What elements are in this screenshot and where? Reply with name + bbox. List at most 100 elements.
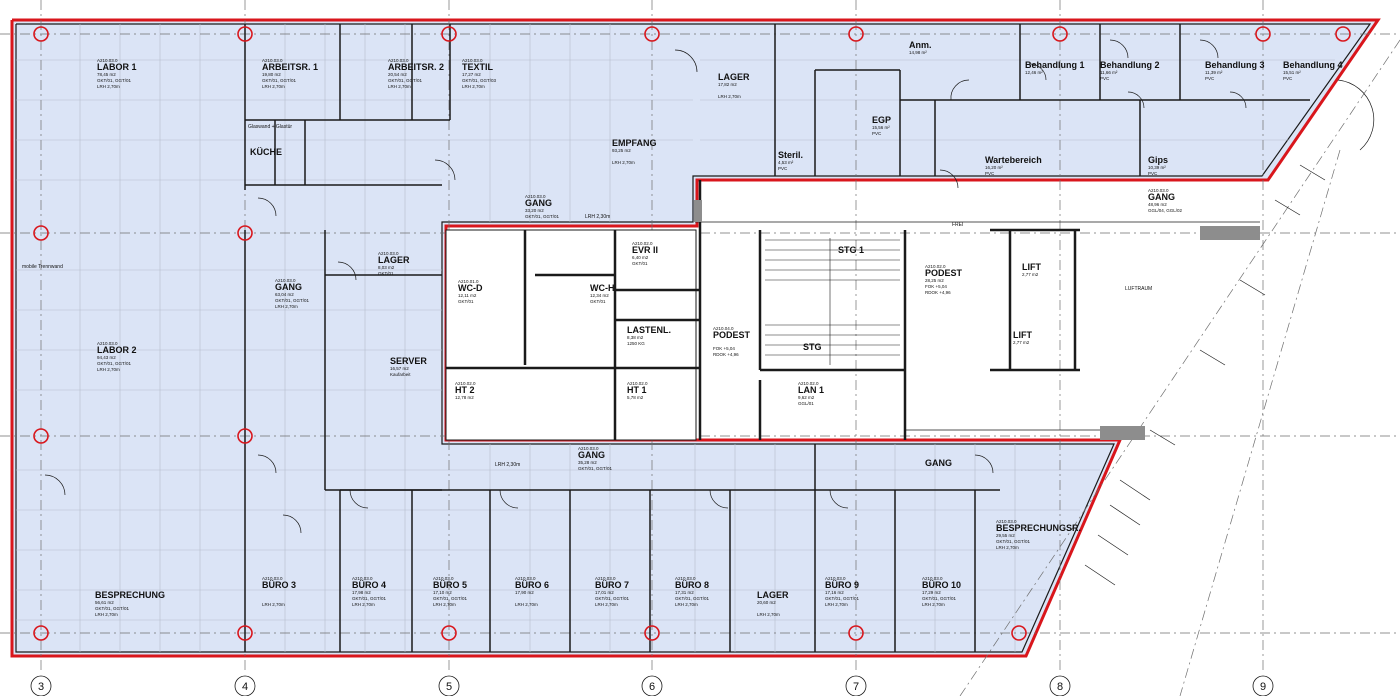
room-name: BESPRECHUNG (95, 590, 165, 600)
room-area: 9,62 m2 (798, 395, 815, 400)
room-name: BÜRO 7 (595, 580, 629, 590)
room-height: RDOK +4,96 (713, 352, 739, 357)
room-name: LAGER (718, 72, 750, 82)
room-name: GANG (925, 458, 952, 468)
room-area: 94,43 m2 (97, 355, 116, 360)
room-code: A210.03.0 (525, 194, 546, 199)
room-code: A210.03.0 (388, 58, 409, 63)
room-height: LRH 2,70m (433, 602, 456, 607)
room-name: LABOR 2 (97, 345, 137, 355)
room-spec: GKT/01, GGT/01 (97, 78, 132, 83)
room-spec: GKT/01, GGT/01 (97, 361, 132, 366)
room-area: 63,04 m2 (275, 292, 294, 297)
room-area: 11,39 m² (1205, 70, 1223, 75)
room-area: 16,57 m2 (390, 366, 409, 371)
door-swings (44, 39, 1375, 534)
room-area: 16,20 m² (985, 165, 1003, 170)
room-area: 12,34 m2 (590, 293, 609, 298)
room-code: A210.03.0 (515, 576, 536, 581)
room-area: 8,03 m2 (378, 265, 395, 270)
room-name: BÜRO 6 (515, 580, 549, 590)
partition-walls (244, 24, 1310, 652)
room-height: LRH 2,70m (825, 602, 848, 607)
room-name: BÜRO 9 (825, 580, 859, 590)
room-code: A210.02.0 (455, 381, 476, 386)
room-code: A210.01.0 (458, 279, 479, 284)
room-spec: GKT/01, GGT/01 (996, 539, 1031, 544)
room-name: LAGER (378, 255, 410, 265)
room-spec: PVC (1100, 76, 1110, 81)
room-name: Gips (1148, 155, 1168, 165)
room-area: 17,01 m2 (595, 590, 614, 595)
room-area: 17,98 m2 (352, 590, 371, 595)
room-height: LRH 2,70m (595, 602, 618, 607)
room-name: EMPFANG (612, 138, 657, 148)
room-code: A210.03.0 (825, 576, 846, 581)
room-code: A210.03.0 (97, 341, 118, 346)
room-code: A210.03.0 (462, 58, 483, 63)
room-area: 12,11 m2 (458, 293, 477, 298)
room-name: STG (803, 342, 822, 352)
stair-treads (765, 238, 900, 365)
room-area: 11,66 m² (1100, 70, 1118, 75)
room-area: 8,38 m2 (627, 335, 644, 340)
room-spec: GKT/01, GGT/01 (922, 596, 957, 601)
room-label-behandlung1: Behandlung 112,46 m² (1025, 60, 1085, 75)
building-outline (10, 18, 1381, 658)
room-area: 17,16 m2 (825, 590, 844, 595)
axis-label-9: 9 (1260, 681, 1266, 693)
room-area: 10,39 m² (1148, 165, 1166, 170)
room-name: TEXTIL (462, 62, 494, 72)
room-height: LRH 2,70m (718, 94, 741, 99)
room-code: A210.04.0 (713, 326, 734, 331)
note-glaswand: Glaswand + Glastür (248, 124, 292, 130)
room-code: A210.02.0 (798, 381, 819, 386)
shaft-fills (694, 200, 1260, 440)
room-spec: GKT/01, GGT/01 (388, 78, 423, 83)
room-code: A210.03.0 (595, 576, 616, 581)
core-walls (445, 180, 1080, 441)
room-spec: GKT/01, GGT/01 (95, 606, 130, 611)
room-area: 93,25 m2 (612, 148, 631, 153)
columns (33, 26, 1351, 641)
room-label-ht1: A210.02.0HT 15,78 m2 (627, 381, 648, 400)
room-area: 33,20 m2 (525, 208, 544, 213)
room-name: EGP (872, 115, 891, 125)
room-name: BÜRO 8 (675, 580, 709, 590)
room-area: 29,55 m2 (996, 533, 1015, 538)
room-name: BÜRO 5 (433, 580, 467, 590)
room-area: 48,96 m2 (1148, 202, 1167, 207)
room-name: Behandlung 3 (1205, 60, 1265, 70)
note-lrh-bottom: LRH 2,30m (495, 462, 520, 468)
room-code: A210.03.0 (1148, 188, 1169, 193)
room-area: 35,28 m2 (578, 460, 597, 465)
room-name: PODEST (925, 268, 963, 278)
room-area: 56,61 m2 (95, 600, 114, 605)
room-area: 5,78 m2 (627, 395, 644, 400)
note-lrh-top: LRH 2,30m (585, 214, 610, 220)
room-code: A210.03.0 (378, 251, 399, 256)
room-area: 2,77 m2 (1013, 340, 1030, 345)
room-label-stg1: STG 1 (838, 245, 864, 255)
room-name: Anm. (909, 40, 932, 50)
axis-label-5: 5 (446, 681, 452, 693)
room-area: 19,80 m2 (262, 72, 281, 77)
facade-ticks (695, 164, 1326, 586)
room-name: Wartebereich (985, 155, 1042, 165)
